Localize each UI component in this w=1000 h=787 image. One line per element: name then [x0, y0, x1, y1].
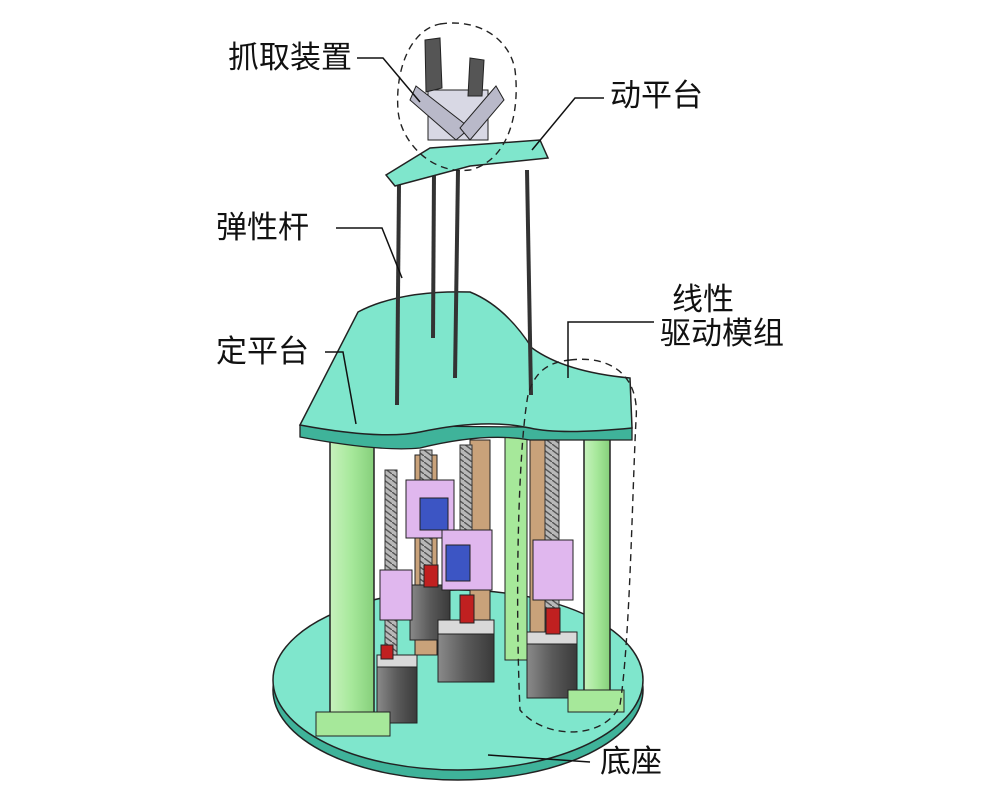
leader-lines: [325, 57, 654, 763]
label-moving-platform: 动平台: [610, 78, 703, 114]
label-elastic-rod: 弹性杆: [216, 210, 309, 246]
label-linear-module-line1: 线性: [672, 282, 734, 318]
label-base: 底座: [600, 744, 662, 780]
fixed-platform: [298, 291, 633, 450]
support-posts: [315, 424, 625, 737]
label-linear-module-line2: 驱动模组: [660, 316, 784, 352]
gripper: [409, 37, 505, 141]
elastic-rods: [395, 169, 533, 406]
couplings: [380, 564, 561, 660]
label-gripper: 抓取装置: [228, 40, 352, 76]
stepper-motors: [376, 584, 578, 724]
moving-platform: [384, 139, 550, 187]
dashed-outlines: [396, 22, 638, 733]
label-fixed-platform: 定平台: [216, 334, 309, 370]
sliders: [379, 479, 574, 621]
